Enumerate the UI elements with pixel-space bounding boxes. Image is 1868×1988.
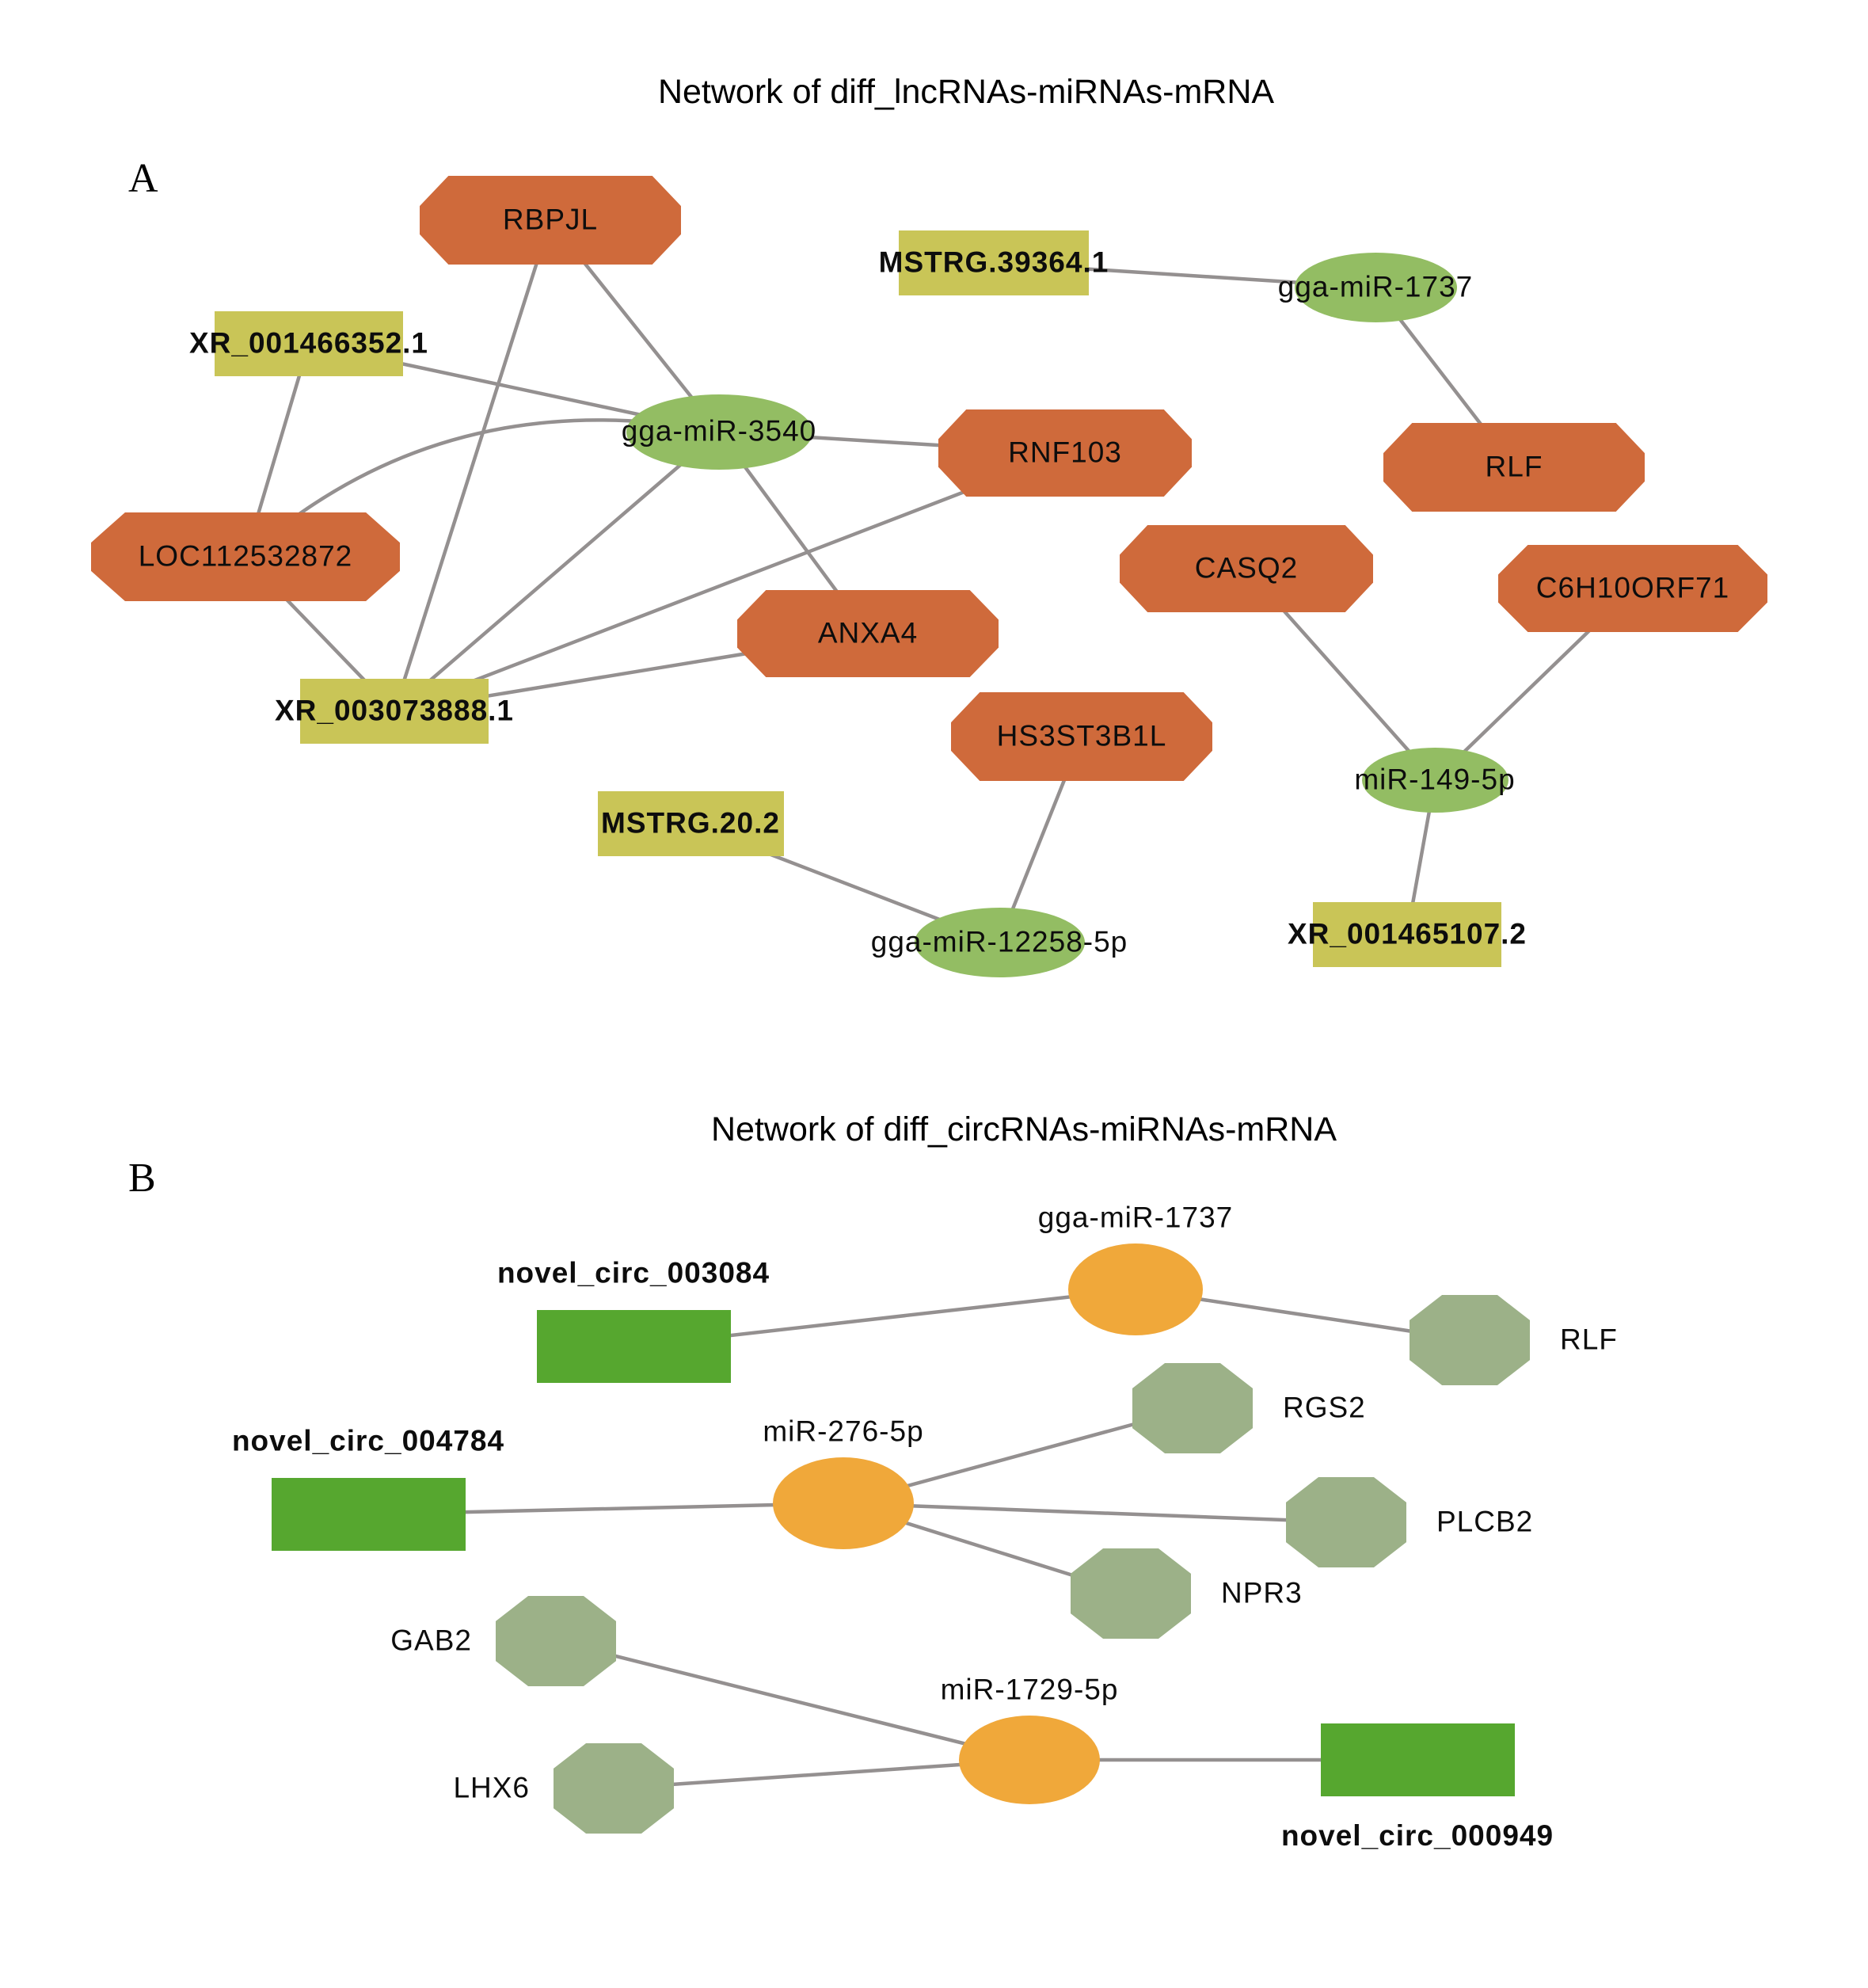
node-loc112532872 [91, 512, 400, 601]
node-label-rgs2: RGS2 [1283, 1391, 1366, 1424]
node-lhx6 [554, 1743, 674, 1834]
node-hs3st3b1l [951, 692, 1212, 781]
node-gga-mir-1737 [1294, 253, 1457, 322]
node-novel-circ-004784 [271, 1478, 466, 1551]
node-label-rnf103: RNF103 [1008, 436, 1122, 469]
node-mir-1729-5p [959, 1716, 1100, 1804]
node-rlf [1383, 423, 1645, 512]
node-label-mstrg-20-2: MSTRG.20.2 [601, 806, 780, 840]
node-mstrg-20-2 [597, 791, 784, 856]
node-xr-001466352-1 [215, 311, 403, 376]
node-label-gga-mir-3540: gga-miR-3540 [621, 414, 817, 447]
node-label-rlf: RLF [1485, 450, 1543, 483]
node-c6h10orf71 [1498, 545, 1767, 632]
node-anxa4 [737, 590, 999, 677]
node-novel-circ-003084 [536, 1310, 731, 1383]
node-label-rbpjl: RBPJL [502, 203, 599, 236]
panel-a-letter: A [128, 156, 158, 201]
node-label-plcb2: PLCB2 [1436, 1505, 1534, 1538]
node-label-xr-001465107-2: XR_001465107.2 [1287, 917, 1527, 950]
node-novel-circ-000949 [1320, 1723, 1515, 1796]
node-label-npr3: NPR3 [1221, 1576, 1303, 1609]
node-npr3 [1071, 1548, 1191, 1639]
node-label-mir-149-5p: miR-149-5p [1354, 763, 1516, 796]
node-label-c6h10orf71: C6H10ORF71 [1535, 571, 1730, 604]
node-label-mstrg-39364-1: MSTRG.39364.1 [878, 246, 1109, 279]
node-label-xr-003073888-1: XR_003073888.1 [274, 694, 515, 727]
panel-b-letter: B [128, 1156, 156, 1201]
node-label-hs3st3b1l: HS3ST3B1L [996, 719, 1167, 752]
node-label-rlf-b: RLF [1560, 1323, 1618, 1356]
node-mstrg-39364-1 [899, 230, 1089, 295]
node-gga-mir-12258-5p [914, 908, 1085, 977]
node-gga-mir-1737-b [1068, 1243, 1203, 1335]
node-label-gga-mir-12258-5p: gga-miR-12258-5p [870, 925, 1128, 958]
node-rlf-b [1410, 1295, 1530, 1385]
node-label-mir-1729-5p: miR-1729-5p [940, 1673, 1119, 1706]
edge-gga-mir-3540--xr-003073888-1 [393, 430, 721, 713]
node-rgs2 [1132, 1363, 1253, 1453]
node-label-gga-mir-1737-b: gga-miR-1737 [1037, 1201, 1234, 1234]
node-label-casq2: CASQ2 [1194, 551, 1299, 585]
node-xr-003073888-1 [300, 679, 489, 744]
edge-xr-003073888-1--rnf103 [394, 451, 1066, 714]
node-label-gga-mir-1737: gga-miR-1737 [1277, 270, 1474, 303]
node-rbpjl [420, 176, 681, 265]
node-label-mir-276-5p: miR-276-5p [763, 1415, 924, 1448]
node-gab2 [496, 1596, 616, 1686]
panel-b-title: Network of diff_circRNAs-miRNAs-mRNA [710, 1110, 1337, 1148]
node-rnf103 [938, 409, 1192, 497]
edge-mir-276-5p--plcb2 [843, 1501, 1347, 1525]
node-casq2 [1120, 525, 1373, 612]
node-label-novel-circ-003084: novel_circ_003084 [496, 1256, 770, 1289]
node-plcb2 [1286, 1477, 1406, 1567]
node-mir-149-5p [1361, 748, 1508, 813]
node-mir-276-5p [773, 1457, 914, 1549]
node-gga-mir-3540 [626, 394, 812, 470]
edge-xr-003073888-1--rbpjl [392, 219, 553, 712]
node-xr-001465107-2 [1313, 902, 1501, 967]
node-label-novel-circ-000949: novel_circ_000949 [1280, 1819, 1554, 1852]
node-label-xr-001466352-1: XR_001466352.1 [188, 326, 429, 360]
edge-gab2--mir-1729-5p [555, 1639, 1030, 1762]
node-label-anxa4: ANXA4 [817, 616, 919, 649]
node-label-lhx6: LHX6 [453, 1771, 530, 1804]
node-label-novel-circ-004784: novel_circ_004784 [231, 1424, 505, 1457]
node-label-loc112532872: LOC112532872 [138, 539, 353, 573]
node-label-gab2: GAB2 [390, 1624, 472, 1657]
panel-a-title: Network of diff_lncRNAs-miRNAs-mRNA [657, 73, 1275, 111]
